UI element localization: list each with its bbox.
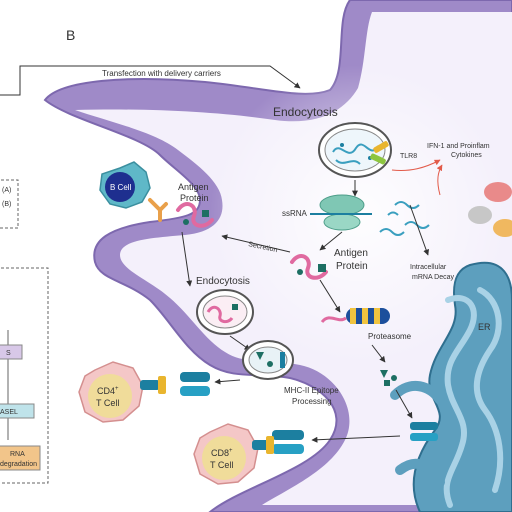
peptides bbox=[380, 370, 397, 386]
uptake-arrow bbox=[181, 231, 193, 287]
antigen-protein-left bbox=[176, 202, 214, 228]
cytokine-cluster bbox=[468, 182, 512, 237]
intracellular-label-1: Intracellular bbox=[410, 264, 447, 271]
cd8-t-cell: CD8+ T Cell bbox=[193, 423, 274, 485]
b-cell: B Cell bbox=[99, 161, 168, 222]
cd8-label-1: CD8+ bbox=[211, 448, 233, 458]
cd8-label-2: T Cell bbox=[210, 460, 233, 470]
antigen-protein-center-label-1: Antigen bbox=[334, 248, 368, 259]
tlr-receptor bbox=[370, 141, 389, 165]
left-box-b: (B) bbox=[2, 201, 11, 208]
ssrna-label: ssRNA bbox=[282, 209, 308, 218]
left-frag-2: ASEL bbox=[0, 409, 18, 416]
mhc-i-er bbox=[410, 422, 438, 441]
tlr-label: TLR8 bbox=[400, 153, 417, 160]
endocytosis-top-label: Endocytosis bbox=[273, 105, 338, 119]
endosome-mid bbox=[196, 289, 254, 335]
cd4-t-cell: CD4+ T Cell bbox=[78, 361, 166, 423]
secretion-arrow bbox=[221, 234, 291, 253]
endocytosis-mid-label: Endocytosis bbox=[196, 276, 250, 287]
endoplasmic-reticulum bbox=[390, 261, 512, 512]
presentation-arrow-mhc2 bbox=[214, 378, 241, 385]
antigen-protein-center-label-2: Protein bbox=[336, 261, 368, 272]
mhc-ii-label-1: MHC-II Epitope bbox=[284, 386, 339, 395]
mhc-ii-label-2: Processing bbox=[292, 397, 332, 406]
mhc-ii-surface bbox=[180, 372, 210, 396]
left-frag-1: S bbox=[6, 350, 11, 357]
left-frag-4: degradation bbox=[0, 461, 37, 468]
ifn-arrow-2 bbox=[436, 164, 443, 196]
antigen-protein-center bbox=[290, 254, 328, 280]
mhc-i-surface bbox=[272, 430, 304, 454]
proteasome-arrow bbox=[319, 279, 341, 313]
proteasome-label: Proteasome bbox=[368, 332, 412, 341]
left-frag-3: RNA bbox=[10, 451, 25, 458]
antigen-protein-left-label-2: Protein bbox=[180, 193, 209, 203]
transfection-label: Transfection with delivery carriers bbox=[102, 69, 221, 78]
mhc-ii-vesicle bbox=[242, 340, 294, 380]
proteasome bbox=[320, 308, 390, 324]
bcell-label: B Cell bbox=[110, 183, 132, 192]
intracellular-label-2: mRNA Decay bbox=[412, 274, 455, 281]
left-panel-fragment: (A) (B) S ASEL RNA degradation bbox=[0, 179, 49, 484]
left-box-a: (A) bbox=[2, 187, 11, 194]
ribosome bbox=[310, 194, 372, 231]
peptide-arrow bbox=[371, 344, 386, 363]
ifn-label-1: IFN-1 and Proinflam bbox=[427, 143, 490, 150]
er-label: ER bbox=[478, 322, 491, 332]
ifn-arrow bbox=[391, 159, 441, 171]
endosome-top bbox=[318, 122, 392, 178]
mhc1-export-arrow bbox=[311, 435, 401, 443]
processing-arrow bbox=[229, 335, 251, 351]
er-import-arrow bbox=[395, 389, 413, 419]
cd4-label-2: T Cell bbox=[96, 398, 119, 408]
ifn-label-2: Cytokines bbox=[451, 152, 482, 159]
antigen-protein-left-label-1: Antigen bbox=[178, 182, 209, 192]
panel-letter: B bbox=[66, 27, 75, 43]
translation-arrow bbox=[319, 231, 343, 251]
transfection-arrow bbox=[0, 65, 301, 96]
mrna-decay-fragments bbox=[379, 201, 430, 236]
cd4-label-1: CD4+ bbox=[97, 386, 119, 396]
decay-arrow bbox=[409, 204, 429, 256]
